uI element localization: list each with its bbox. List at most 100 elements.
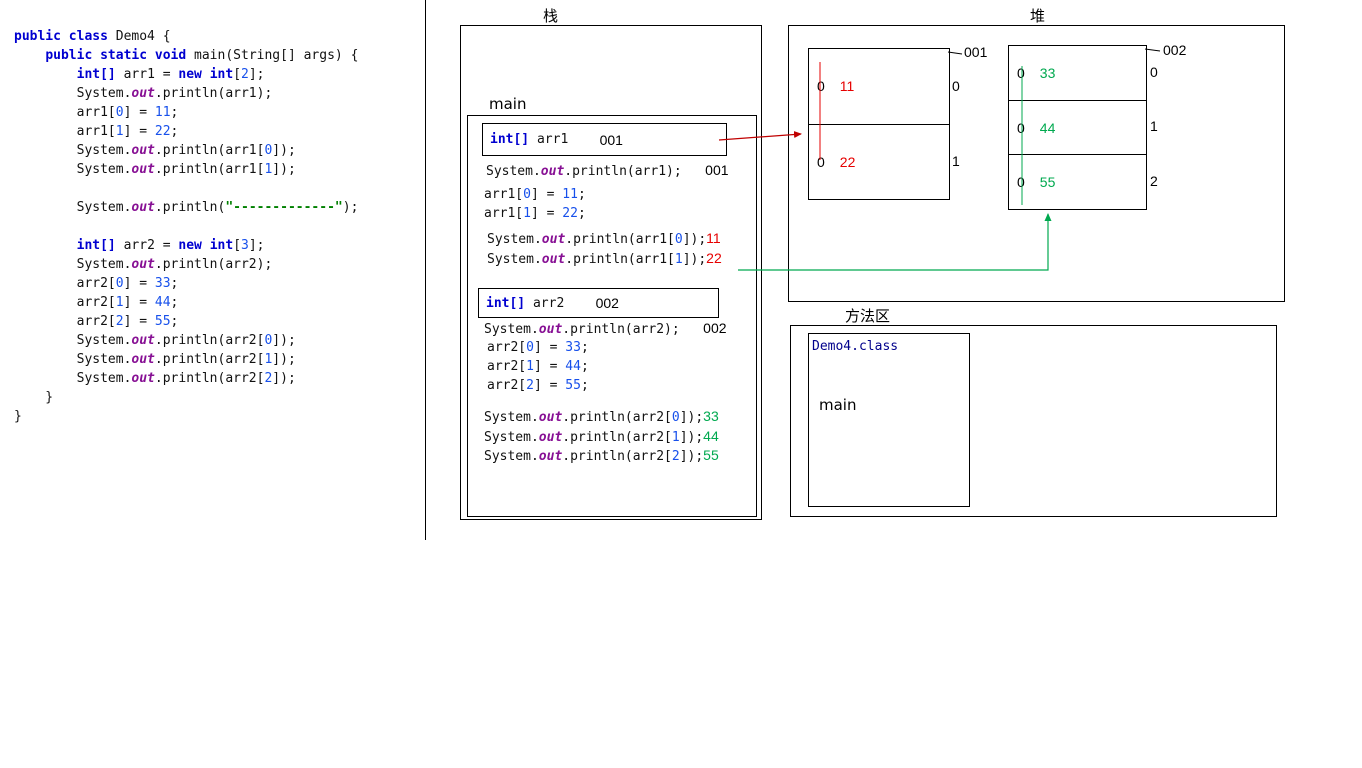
token-red: 11 bbox=[706, 230, 721, 246]
stack-stmt-line: System.out.println(arr1[1]);22 bbox=[487, 250, 722, 268]
token-pl: .println(arr2[ bbox=[154, 371, 265, 386]
token-fld: out bbox=[541, 252, 566, 267]
stack-stmt-line: arr2[2] = 55; bbox=[487, 377, 589, 394]
token-pl: .println(arr1[ bbox=[565, 232, 675, 247]
token-fld: out bbox=[540, 164, 565, 179]
token-pl: ] = bbox=[530, 187, 563, 202]
token-fld: out bbox=[131, 162, 155, 177]
token-pl: .println(arr2); bbox=[562, 322, 680, 337]
token-res: 002 bbox=[595, 295, 619, 311]
token-num: 22 bbox=[562, 206, 578, 221]
token-fld: out bbox=[131, 371, 155, 386]
token-pl: ] = bbox=[123, 105, 155, 120]
array-index-label: 0 bbox=[952, 77, 960, 94]
token-num: 22 bbox=[154, 124, 171, 139]
code-line: int[] arr1 = new int[2]; bbox=[14, 65, 358, 84]
token-num: 3 bbox=[241, 238, 249, 253]
token-pl: Demo4 { bbox=[107, 29, 171, 44]
token-kw: public class bbox=[14, 29, 108, 44]
code-line: System.out.println(arr1); bbox=[14, 84, 358, 103]
token-pl: ] = bbox=[123, 124, 155, 139]
token-pl: ; bbox=[170, 276, 179, 291]
token-pl: ]); bbox=[679, 449, 704, 464]
token-num: 0 bbox=[115, 276, 124, 291]
token-num: 0 bbox=[523, 187, 531, 202]
token-pl: arr2[ bbox=[487, 378, 527, 393]
token-num: 55 bbox=[154, 314, 171, 329]
token-num: 44 bbox=[565, 359, 581, 374]
token-pl: .println(arr2[ bbox=[562, 410, 672, 425]
token-pl: ; bbox=[577, 206, 586, 221]
cell-assigned-value: 55 bbox=[1039, 174, 1056, 191]
token-pl: ; bbox=[580, 340, 589, 355]
token-pl: ; bbox=[577, 187, 586, 202]
code-line bbox=[14, 179, 358, 198]
stack-label: 栈 bbox=[543, 7, 559, 25]
token-pl: ]); bbox=[272, 371, 296, 386]
token-pl: ]); bbox=[272, 333, 296, 348]
token-pl: arr1[ bbox=[484, 206, 524, 221]
token-num: 0 bbox=[264, 333, 273, 348]
array-index-label: 0 bbox=[1150, 64, 1158, 81]
token-pl: arr2[ bbox=[14, 314, 116, 329]
token-pl: System. bbox=[14, 162, 132, 177]
token-pl: ; bbox=[170, 105, 179, 120]
token-pl: ]); bbox=[679, 430, 704, 445]
code-line: public class Demo4 { bbox=[14, 27, 358, 46]
token-num: 1 bbox=[674, 252, 683, 267]
token-num: 2 bbox=[264, 371, 273, 386]
stack-stmt-line: arr1[0] = 11; bbox=[484, 186, 586, 203]
token-pl: ] = bbox=[123, 276, 155, 291]
token-pl: ]; bbox=[248, 238, 265, 253]
token-num: 2 bbox=[526, 378, 534, 393]
token-pl: System. bbox=[14, 86, 132, 101]
token-pl: ] = bbox=[533, 359, 566, 374]
stack-stmt-line: System.out.println(arr2[1]);44 bbox=[484, 428, 719, 446]
token-pl: arr1 bbox=[529, 132, 600, 147]
token-pl: } bbox=[14, 409, 22, 424]
method-area-box bbox=[790, 325, 1277, 517]
token-pl: arr1[ bbox=[14, 105, 116, 120]
token-num: 1 bbox=[523, 206, 531, 221]
token-pl: main(String[] args) { bbox=[186, 48, 359, 63]
heap-ref-label-002: 002 bbox=[1163, 42, 1187, 58]
token-pl: ]); bbox=[272, 143, 296, 158]
stack-box bbox=[460, 25, 762, 520]
token-pl: .println(arr1[ bbox=[154, 143, 265, 158]
code-line: System.out.println(arr2[1]); bbox=[14, 350, 358, 369]
class-member-main: main bbox=[819, 396, 857, 414]
cell-default-value: 0 bbox=[1017, 119, 1025, 136]
token-pl: System. bbox=[484, 410, 539, 425]
token-num: 1 bbox=[264, 162, 273, 177]
token-pl: ; bbox=[170, 314, 179, 329]
cell-default-value: 0 bbox=[817, 153, 825, 170]
token-grn: 55 bbox=[703, 447, 719, 463]
token-num: 0 bbox=[115, 105, 124, 120]
token-res: 002 bbox=[703, 320, 727, 336]
cell-default-value: 0 bbox=[817, 78, 825, 95]
token-pl: .println(arr2[ bbox=[154, 333, 265, 348]
token-fld: out bbox=[131, 143, 155, 158]
code-line: arr2[1] = 44; bbox=[14, 293, 358, 312]
token-pl: [ bbox=[233, 67, 242, 82]
token-pl: ]); bbox=[682, 252, 707, 267]
token-fld: out bbox=[538, 410, 563, 425]
code-line: public static void main(String[] args) { bbox=[14, 46, 358, 65]
token-num: 11 bbox=[154, 105, 171, 120]
token-pl: ] = bbox=[123, 295, 155, 310]
token-pl: System. bbox=[486, 164, 541, 179]
token-pl: .println(arr2[ bbox=[562, 430, 672, 445]
token-res: 001 bbox=[705, 162, 729, 178]
token-pl: .println(arr1); bbox=[154, 86, 273, 101]
java-source-code: public class Demo4 { public static void … bbox=[14, 27, 358, 426]
token-num: 11 bbox=[562, 187, 578, 202]
token-num: 1 bbox=[671, 430, 680, 445]
code-line: System.out.println(arr2[2]); bbox=[14, 369, 358, 388]
token-num: 1 bbox=[115, 295, 124, 310]
cell-assigned-value: 11 bbox=[839, 78, 855, 95]
token-pl: System. bbox=[484, 322, 539, 337]
class-name: Demo4.class bbox=[812, 339, 899, 354]
stack-stmt-line: arr1[1] = 22; bbox=[484, 205, 586, 222]
